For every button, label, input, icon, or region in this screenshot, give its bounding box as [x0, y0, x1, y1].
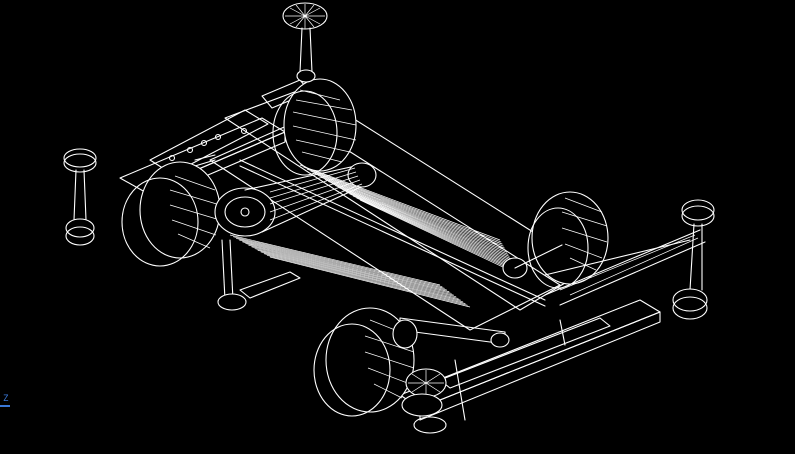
- chassis-rail-line: [335, 185, 512, 261]
- chassis-rail-line: [356, 197, 519, 274]
- chassis-rail-line: [257, 249, 461, 301]
- chassis-rail-line: [310, 170, 504, 247]
- chassis-rail-line: [239, 239, 448, 291]
- chassis-rail-line: [342, 189, 515, 266]
- chassis-rail-line: [313, 172, 505, 249]
- chassis-rail-line: [352, 195, 518, 272]
- chassis-rail-line: [331, 183, 511, 259]
- chassis-rail-line: [254, 248, 459, 299]
- chassis-rail-line: [338, 187, 514, 263]
- chassis-rail-line: [248, 244, 454, 296]
- chassis-rail-line: [269, 256, 471, 308]
- front-belt-drive: [502, 229, 706, 306]
- chassis-plate: [209, 87, 591, 331]
- ucs-axis-icon: [0, 405, 10, 407]
- roller-top: [282, 2, 328, 83]
- chassis-rail-line: [263, 253, 466, 304]
- roller-bottom: [401, 368, 447, 434]
- chassis-rail-line: [242, 241, 450, 293]
- chassis-rail-line: [359, 199, 521, 276]
- chassis-rail-line: [324, 179, 509, 255]
- steering-link: [392, 317, 510, 349]
- chassis-rail-line: [303, 166, 502, 243]
- chassis-rail-line: [306, 168, 503, 245]
- chassis-rail-line: [251, 246, 457, 298]
- chassis-rail-line: [317, 174, 507, 251]
- chassis-rail-line: [328, 181, 510, 257]
- roller-left: [63, 148, 97, 246]
- ucs-axis-label: Z: [3, 394, 9, 404]
- front-right-wheel: [313, 307, 415, 417]
- chassis-rail-line: [245, 243, 452, 294]
- chassis-rail-line: [349, 193, 517, 270]
- chassis-rail-line: [260, 251, 464, 303]
- chassis-rail-line: [232, 236, 443, 288]
- chassis-rail-line: [321, 177, 508, 253]
- chassis-rail-line: [266, 254, 468, 306]
- drive-shaft: [239, 159, 546, 307]
- chassis-rail-line: [345, 191, 516, 268]
- roller-right: [672, 199, 715, 320]
- rear-right-wheel: [121, 161, 221, 267]
- chassis-rail-line: [299, 164, 501, 241]
- mount-post: [217, 239, 301, 311]
- rear-belt-drive: [214, 162, 377, 237]
- chassis-rail-line: [236, 238, 445, 289]
- front-left-wheel: [527, 191, 609, 289]
- rear-left-wheel: [272, 78, 357, 176]
- chassis-rail-line: [229, 234, 441, 286]
